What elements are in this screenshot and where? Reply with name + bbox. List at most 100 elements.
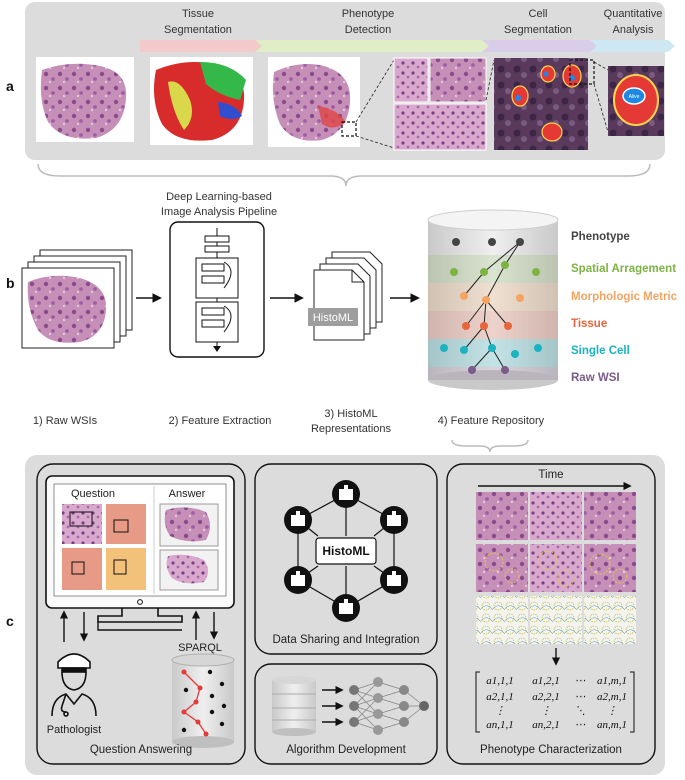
zoom-line-1 [355, 59, 395, 123]
neural-network-icon [349, 677, 429, 735]
matrix-cell: ⋯ [575, 719, 586, 731]
phenotype-caption: Phenotype Characterization [480, 744, 622, 756]
phenotype-zoom-tile-1 [393, 57, 429, 103]
sharing-caption: Data Sharing and Integration [272, 634, 419, 646]
connector-line [97, 622, 182, 631]
histoml-hub-label: HistoML [322, 544, 369, 558]
algorithm-database [272, 676, 316, 736]
algorithm-caption: Algorithm Development [286, 744, 406, 756]
matrix-cell: ⋮ [495, 705, 506, 717]
matrix-cell: a2,2,1 [532, 691, 560, 703]
stage-quant-line2: Analysis [613, 24, 654, 36]
panel-a-letter: a [6, 78, 14, 94]
layer-label-raw-wsi: Raw WSI [571, 372, 620, 384]
zoom-line-5 [593, 83, 609, 133]
zoom-line-4 [593, 61, 609, 71]
stage-cell-line2: Segmentation [504, 24, 572, 36]
histoml-tag: HistoML [313, 312, 353, 324]
matrix-cell: an,m,1 [597, 719, 627, 731]
matrix-cell: an,1,1 [486, 719, 514, 731]
hospital-icon [380, 506, 408, 534]
histoml-hub [315, 537, 377, 565]
step-3-label-line1: 3) HistoML [324, 408, 377, 420]
question-label: Question [71, 488, 115, 500]
step-3-label-line2: Representations [311, 423, 392, 435]
zoom-line-3 [485, 59, 495, 101]
step-2-label: 2) Feature Extraction [169, 415, 272, 427]
quant-cell-tag: Alive [629, 94, 640, 100]
matrix-cell: ⋮ [607, 705, 618, 717]
matrix-cell: a2,1,1 [486, 691, 514, 703]
pipeline-title-line1: Deep Learning-based [166, 191, 272, 203]
layer-label-spatial: Spatial Arragement [571, 263, 676, 275]
tissue-seg-yellow-region [168, 81, 192, 130]
sharing-box [254, 463, 438, 655]
zoom-line-2 [355, 135, 395, 149]
feature-repository [427, 209, 559, 390]
tissue-seg-blue-region [218, 102, 242, 119]
pipeline-diagram [169, 221, 265, 358]
matrix-left-bracket [475, 671, 480, 733]
matrix-cell: a2,m,1 [597, 691, 627, 703]
qa-box [36, 463, 246, 765]
stage-ribbon-phenotype [255, 40, 489, 52]
monitor-stand [97, 608, 183, 623]
wsi-thumbnail-raw [40, 63, 127, 139]
matrix-cell: a1,1,1 [486, 675, 514, 687]
time-label: Time [538, 469, 563, 481]
step-1-label: 1) Raw WSIs [33, 415, 98, 427]
stage-ribbon-tissue [140, 40, 262, 52]
hospital-icon [380, 566, 408, 594]
phenotype-zoom-tile-2 [429, 57, 487, 103]
stage-tissue-line1: Tissue [182, 8, 214, 20]
phenotype-zoom-tile-3 [393, 103, 487, 151]
matrix-cell: ⋯ [575, 675, 586, 687]
stage-quant-line1: Quantitative [604, 8, 663, 20]
panel-c: c Question Answer [6, 455, 665, 775]
answer-label: Answer [169, 488, 206, 500]
phenotype-box [446, 463, 656, 765]
layer-label-single-cell: Single Cell [571, 345, 630, 357]
layer-label-tissue: Tissue [571, 318, 607, 330]
step-4-label: 4) Feature Repository [438, 415, 545, 427]
phenotype-zoom-box [341, 121, 357, 137]
cell-seg-masks [511, 64, 582, 142]
qa-caption: Question Answering [90, 744, 192, 756]
panel-c-letter: c [6, 613, 14, 629]
hospital-icon [284, 506, 312, 534]
algorithm-arrows [322, 685, 344, 727]
hospital-icon [284, 566, 312, 594]
phenotype-highlight [318, 106, 346, 128]
quant-nucleus [622, 87, 646, 105]
stage-ribbons [140, 40, 675, 52]
stage-phenotype-line2: Detection [345, 24, 391, 36]
pipeline-title-line2: Image Analysis Pipeline [161, 206, 277, 218]
pathologist-icon [51, 653, 97, 717]
panel-b: b Deep Learning-based Image Analysis Pip… [6, 191, 678, 453]
matrix-cell: a1,m,1 [597, 675, 627, 687]
hospital-icon [332, 594, 360, 622]
matrix-cell: ⋱ [575, 705, 586, 717]
tissue-seg-green-region [200, 62, 246, 100]
stage-ribbon-quant [590, 40, 675, 52]
hospital-icons [284, 480, 408, 622]
sparql-database [171, 653, 235, 748]
matrix-cell: ⋯ [575, 691, 586, 703]
panel-a-brace [37, 163, 651, 187]
hospital-icon [332, 480, 360, 508]
cell-zoom-box [569, 59, 595, 85]
phenotype-thumbnail [272, 64, 351, 141]
phenotype-image-grid [476, 492, 636, 644]
matrix-cell: ⋮ [541, 705, 552, 717]
answer-thumbnails [159, 503, 219, 591]
panel-a: a Tissue Segmentation Phenotype Detectio… [6, 2, 675, 187]
layer-label-phenotype: Phenotype [571, 231, 630, 243]
panel-b-brace [451, 439, 529, 453]
phenotype-matrix: a1,1,1 a1,2,1 ⋯ a1,m,1 a2,1,1 a2,2,1 ⋯ a… [486, 675, 627, 731]
stage-phenotype-line1: Phenotype [342, 8, 395, 20]
panel-b-letter: b [6, 275, 15, 291]
matrix-right-bracket [630, 671, 635, 733]
stage-cell-line1: Cell [529, 8, 548, 20]
pathologist-label: Pathologist [47, 724, 101, 736]
